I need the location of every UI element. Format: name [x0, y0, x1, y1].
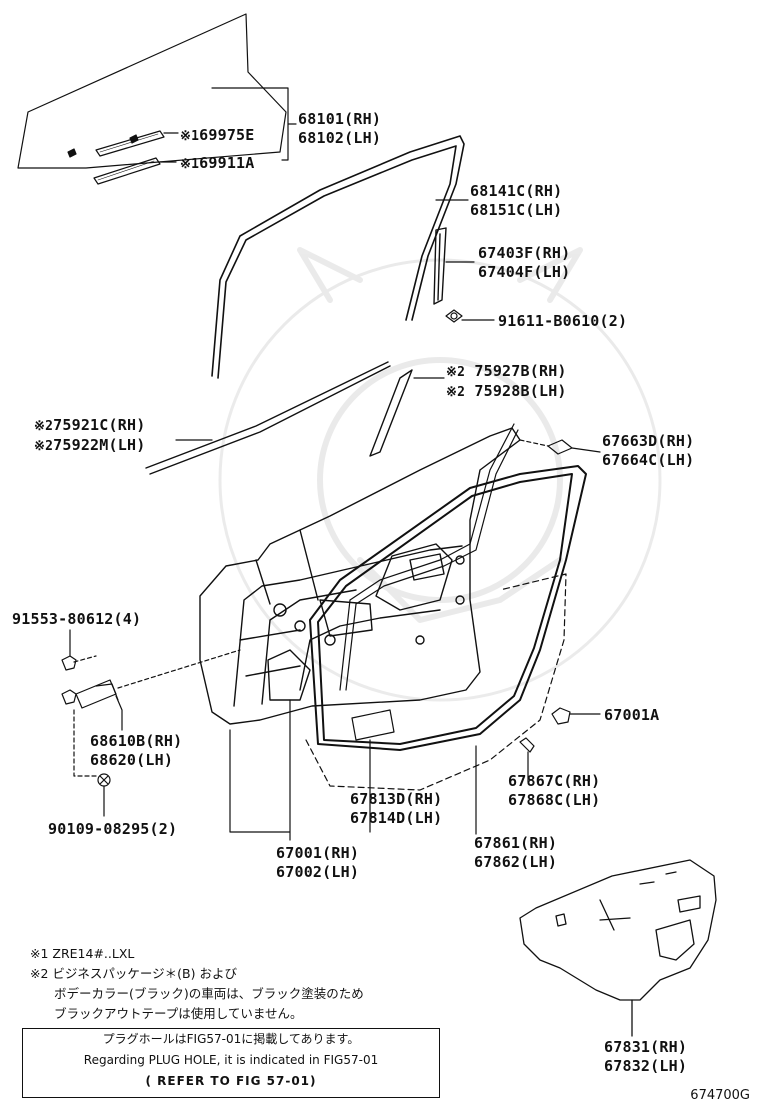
- bolt-91553: [61, 629, 97, 705]
- inner-channel: [339, 423, 519, 691]
- label-channel-sub: 67403F(RH) 67404F(LH): [478, 244, 571, 281]
- note-2-line-2: ボデーカラー(ブラック)の車両は、ブラック塗装のため: [54, 986, 364, 1001]
- label-weatherstrip-67867: 67867C(RH) 67868C(LH): [508, 772, 601, 809]
- belt-moulding: [145, 361, 391, 475]
- plug-hole-note-box: プラグホールはFIG57-01に掲載してあります。 Regarding PLUG…: [22, 1028, 440, 1098]
- figure-code: 674700G: [690, 1088, 750, 1103]
- plug-note-jp: プラグホールはFIG57-01に掲載してあります。: [102, 1032, 360, 1046]
- garnish-75927: [369, 369, 413, 457]
- glass-leader: [211, 87, 297, 161]
- door-check-68610: [75, 649, 241, 731]
- label-door-panel: 67001(RH) 67002(LH): [276, 844, 360, 881]
- channel-sub-piece: [433, 227, 447, 305]
- note-2: ※2 ビジネスパッケージ＊(B) および: [30, 966, 237, 981]
- plug-67001a: [551, 707, 601, 725]
- hole-cover-67831: [519, 859, 717, 1037]
- service-cover-67813: [351, 709, 395, 833]
- plug-note-ref: ( REFER TO FIG 57-01): [145, 1074, 317, 1088]
- label-glass: 68101(RH) 68102(LH): [298, 110, 382, 147]
- label-moulding-75927: ※2 75927B(RH) ※2 75928B(LH): [446, 362, 567, 400]
- note-1: ※1 ZRE14#..LXL: [30, 946, 135, 961]
- label-hole-cover: 67831(RH) 67832(LH): [604, 1038, 688, 1075]
- footnotes: ※1 ZRE14#..LXL ※2 ビジネスパッケージ＊(B) および ボデーカ…: [30, 944, 364, 1024]
- label-bolt-91611: 91611-B0610(2): [498, 312, 628, 330]
- run-channel: [211, 135, 465, 379]
- bolt-91611: [445, 309, 495, 323]
- label-bolt-91553: 91553-80612(4): [12, 610, 142, 628]
- label-run-channel: 68141C(RH) 68151C(LH): [470, 182, 563, 219]
- plug-note-en: Regarding PLUG HOLE, it is indicated in …: [83, 1053, 379, 1067]
- label-cover-67663: 67663D(RH) 67664C(LH): [602, 432, 695, 469]
- label-cover-67813: 67813D(RH) 67814D(LH): [350, 790, 443, 827]
- label-check-assy: 68610B(RH) 68620(LH): [90, 732, 183, 769]
- clip-67867: [519, 737, 535, 783]
- label-69975e: ※169975E: [180, 126, 255, 144]
- glass-channel-strips: [93, 130, 165, 185]
- note-2-line-3: ブラックアウトテープは使用していません。: [54, 1006, 303, 1021]
- leader-67001: [229, 699, 291, 841]
- door-weatherstrip: [309, 465, 587, 751]
- label-plug-67001a: 67001A: [604, 706, 660, 724]
- label-weatherstrip-67861: 67861(RH) 67862(LH): [474, 834, 558, 871]
- inner-cover-outline: [305, 573, 567, 791]
- cover-67663: [519, 439, 601, 455]
- label-69911a: ※169911A: [180, 154, 255, 172]
- label-bolt-90109: 90109-08295(2): [48, 820, 178, 838]
- label-moulding-75921: ※275921C(RH) ※275922M(LH): [34, 416, 146, 454]
- bolt-90109: [73, 709, 111, 817]
- door-glass: [17, 13, 287, 169]
